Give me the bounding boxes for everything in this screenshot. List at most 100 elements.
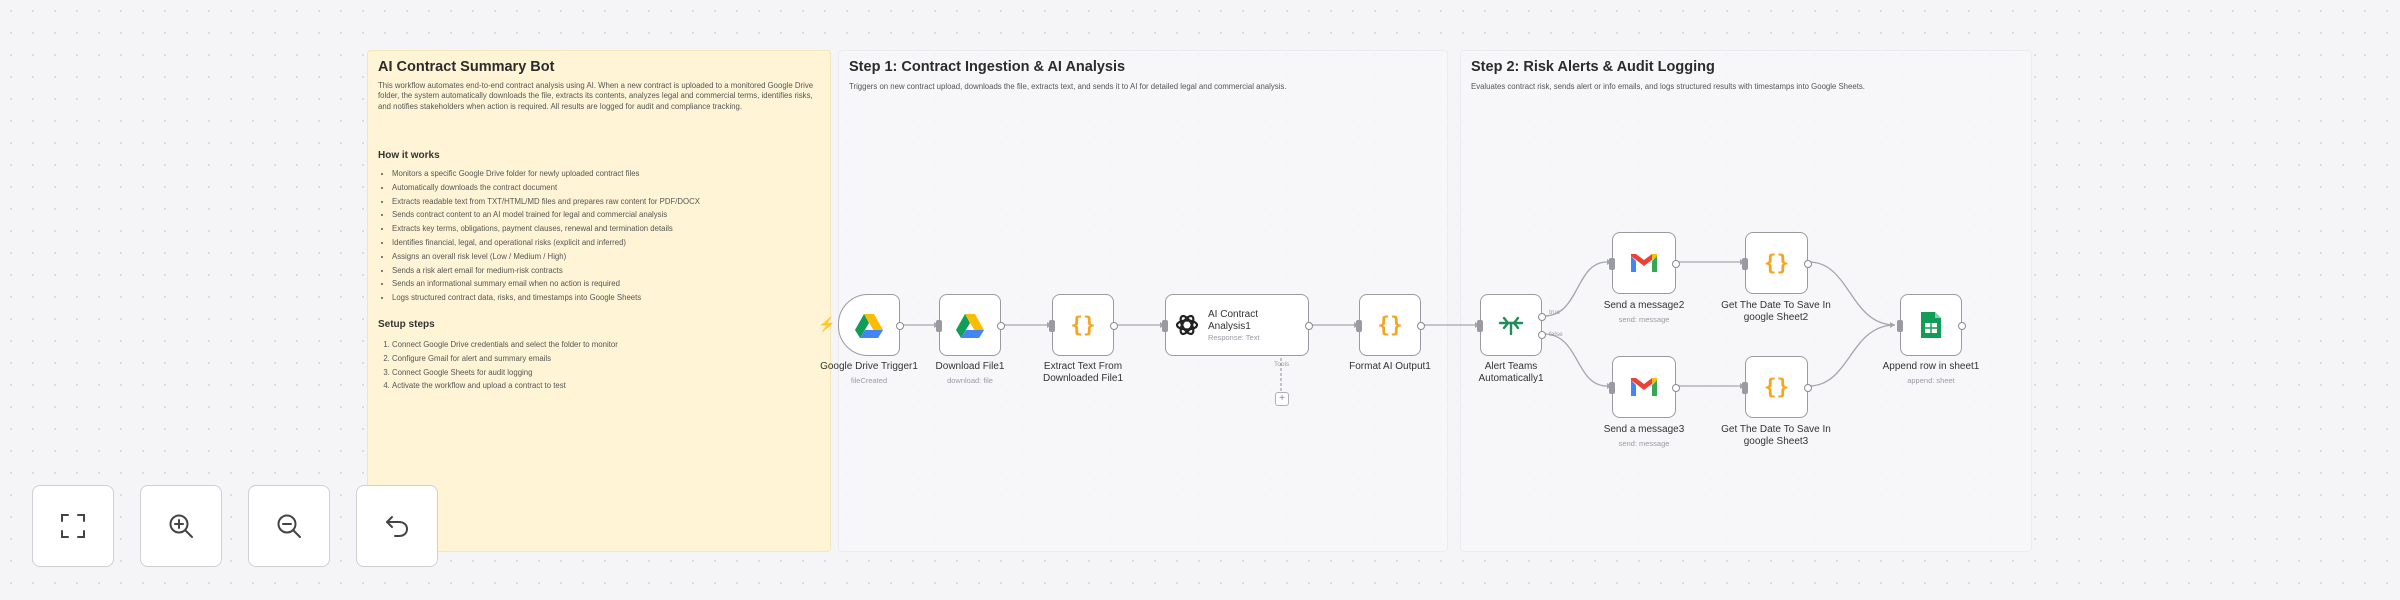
zoom-in-button[interactable]: [140, 485, 222, 567]
output-port[interactable]: [1672, 260, 1680, 268]
code-braces-icon: {}: [1070, 313, 1096, 337]
google-drive-icon: [855, 314, 883, 338]
output-port[interactable]: [1804, 384, 1812, 392]
node-label: google Sheet3: [1743, 436, 1809, 447]
output-port[interactable]: [1110, 322, 1118, 330]
input-port[interactable]: [1356, 320, 1362, 332]
list-item: Monitors a specific Google Drive folder …: [392, 167, 822, 181]
node-format-ai-output[interactable]: {}: [1356, 294, 1425, 356]
undo-icon: [386, 516, 408, 537]
fullscreen-icon: [61, 514, 85, 538]
gmail-icon: [1631, 378, 1657, 396]
list-item: Extracts key terms, obligations, payment…: [392, 222, 822, 236]
node-send-message-2[interactable]: [1609, 232, 1680, 294]
node-get-date-2[interactable]: {}: [1742, 232, 1812, 294]
node-label: Extract Text From: [1043, 361, 1123, 372]
google-drive-icon: [956, 314, 984, 338]
true-branch-label: true: [1549, 309, 1561, 316]
code-braces-icon: {}: [1763, 251, 1790, 275]
input-port[interactable]: [1162, 320, 1168, 332]
input-port[interactable]: [1609, 258, 1615, 270]
connection-true[interactable]: [1543, 261, 1608, 317]
node-download-file[interactable]: [936, 294, 1005, 356]
list-item: Logs structured contract data, risks, an…: [392, 291, 822, 305]
node-label: Download File1: [935, 361, 1005, 372]
node-label: Append row in sheet1: [1882, 361, 1980, 372]
connection[interactable]: [1808, 261, 1896, 326]
zoom-in-icon: [169, 514, 193, 538]
setup-steps-heading: Setup steps: [378, 319, 435, 330]
input-port[interactable]: [1049, 320, 1055, 332]
output-port[interactable]: [1305, 322, 1313, 330]
list-item: Activate the workflow and upload a contr…: [392, 379, 822, 393]
overview-description: This workflow automates end-to-end contr…: [378, 81, 814, 111]
gmail-icon: [1631, 254, 1657, 272]
output-port[interactable]: [1958, 322, 1966, 330]
node-subtitle: fileCreated: [850, 376, 888, 385]
step2-description: Evaluates contract risk, sends alert or …: [1471, 82, 1865, 91]
node-ai-contract-analysis[interactable]: AI Contract Analysis1 Response: Text: [1162, 294, 1313, 356]
list-item: Assigns an overall risk level (Low / Med…: [392, 250, 822, 264]
output-port-true[interactable]: [1538, 313, 1546, 321]
node-append-row-sheet[interactable]: [1897, 294, 1966, 356]
connection-false[interactable]: [1543, 333, 1608, 387]
input-port[interactable]: [936, 320, 942, 332]
input-port[interactable]: [1477, 320, 1483, 332]
false-branch-label: false: [1549, 331, 1563, 338]
undo-button[interactable]: [356, 485, 438, 567]
node-label: Format AI Output1: [1349, 361, 1431, 372]
output-port[interactable]: [997, 322, 1005, 330]
list-item: Extracts readable text from TXT/HTML/MD …: [392, 195, 822, 209]
list-item: Sends a risk alert email for medium-risk…: [392, 264, 822, 278]
input-port[interactable]: [1897, 320, 1903, 332]
output-port-false[interactable]: [1538, 331, 1546, 339]
add-tool-button[interactable]: +: [1275, 392, 1289, 406]
node-send-message-3[interactable]: [1609, 356, 1680, 418]
node-label: Send a message3: [1603, 424, 1685, 435]
openai-icon: [1175, 314, 1199, 336]
node-label: Google Drive Trigger1: [820, 361, 918, 372]
step1-description: Triggers on new contract upload, downloa…: [849, 82, 1287, 91]
output-port[interactable]: [1417, 322, 1425, 330]
code-braces-icon: {}: [1763, 375, 1790, 399]
output-port[interactable]: [1672, 384, 1680, 392]
step2-title: Step 2: Risk Alerts & Audit Logging: [1471, 59, 1715, 75]
output-port[interactable]: [1804, 260, 1812, 268]
setup-steps-list: Connect Google Drive credentials and sel…: [378, 338, 822, 393]
sticky-note-overview[interactable]: AI Contract Summary Bot This workflow au…: [367, 50, 831, 552]
trigger-bolt-icon: ⚡: [818, 316, 836, 332]
node-extract-text[interactable]: {}: [1049, 294, 1118, 356]
node-subtitle: send: message: [1618, 315, 1670, 324]
if-branch-icon: [1498, 316, 1524, 336]
input-port[interactable]: [1609, 382, 1615, 394]
list-item: Connect Google Sheets for audit logging: [392, 366, 822, 380]
fit-view-button[interactable]: [32, 485, 114, 567]
node-label: Analysis1: [1208, 320, 1251, 332]
list-item: Sends contract content to an AI model tr…: [392, 208, 822, 222]
output-port[interactable]: [896, 322, 904, 330]
node-label: Get The Date To Save In: [1721, 300, 1831, 311]
node-label: Get The Date To Save In: [1721, 424, 1831, 435]
connection[interactable]: [1808, 324, 1896, 387]
list-item: Sends an informational summary email whe…: [392, 277, 822, 291]
input-port[interactable]: [1742, 382, 1748, 394]
node-subtitle: Response: Text: [1208, 332, 1260, 342]
node-google-drive-trigger[interactable]: [838, 294, 904, 356]
node-label: Alert Teams: [1484, 361, 1538, 372]
how-it-works-heading: How it works: [378, 150, 440, 161]
how-it-works-list: Monitors a specific Google Drive folder …: [378, 167, 822, 305]
node-label: AI Contract: [1208, 308, 1259, 320]
node-get-date-3[interactable]: {}: [1742, 356, 1812, 418]
node-label: Send a message2: [1603, 300, 1685, 311]
node-alert-teams[interactable]: [1477, 294, 1546, 356]
google-sheets-icon: [1921, 312, 1941, 338]
node-label: Downloaded File1: [1042, 373, 1124, 384]
zoom-out-icon: [277, 514, 301, 538]
list-item: Connect Google Drive credentials and sel…: [392, 338, 822, 352]
input-port[interactable]: [1742, 258, 1748, 270]
list-item: Configure Gmail for alert and summary em…: [392, 352, 822, 366]
code-braces-icon: {}: [1377, 313, 1403, 337]
zoom-out-button[interactable]: [248, 485, 330, 567]
list-item: Identifies financial, legal, and operati…: [392, 236, 822, 250]
tools-port-label: Tools: [1274, 361, 1290, 368]
